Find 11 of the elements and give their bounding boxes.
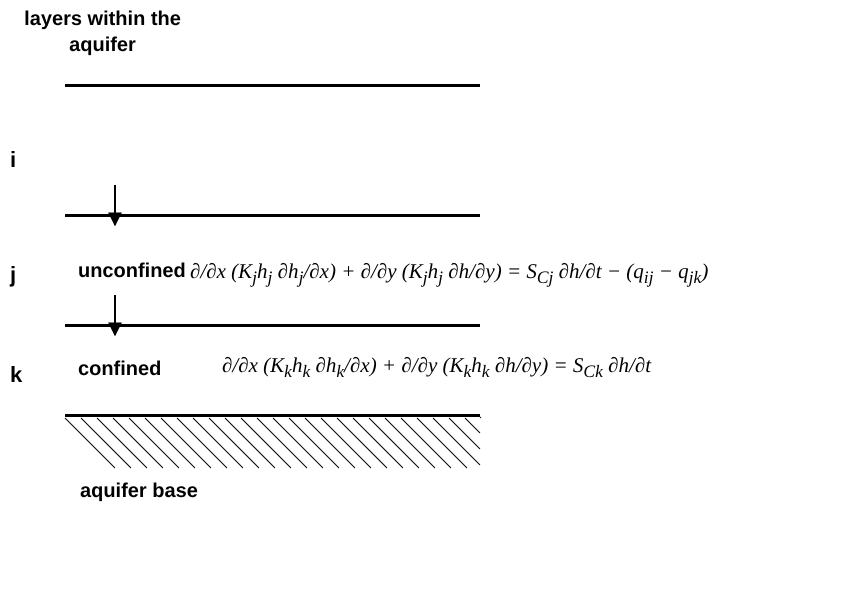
layer-type-label: unconfined	[78, 260, 186, 283]
layer-letter: j	[10, 262, 16, 288]
layer-type-label: confined	[78, 358, 162, 381]
equation: ∂/∂x (K$_{k}$h$_{k}$ ∂h$_{k}$/∂x) + ∂/∂y (K$_{k}$h$_{k}$ ∂h/∂y) = S$_{Ck}$ ∂h/∂t	[222, 353, 652, 382]
equation: ∂/∂x (K$_{j}$h$_{j}$ ∂h$_{j}$/∂x) + ∂/∂y (K$_{j}$h$_{j}$ ∂h/∂y) = S$_{Cj}$ ∂h/∂t − (q$_{ij}$ − q$_{jk}$)	[190, 259, 708, 288]
arrow	[108, 295, 122, 336]
title: layers within the aquifer	[23, 7, 182, 58]
base-label: aquifer base	[80, 480, 198, 503]
layer-letter: i	[10, 147, 16, 173]
arrow	[108, 185, 122, 226]
layer-letter: k	[10, 362, 22, 388]
